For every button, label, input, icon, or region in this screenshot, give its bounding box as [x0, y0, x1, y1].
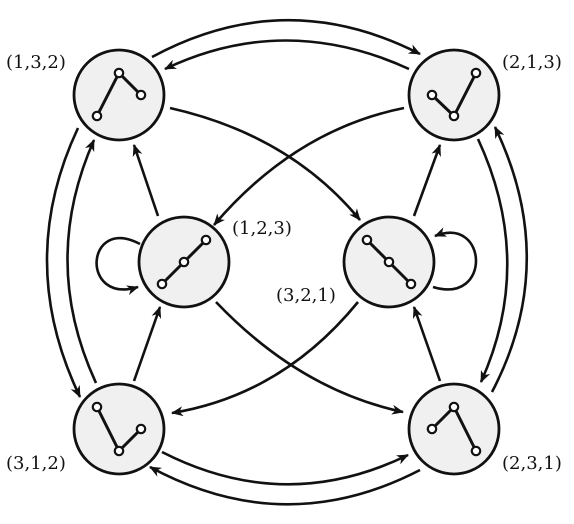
node-label-1-3-2: (1,3,2): [6, 52, 66, 73]
node-circle: [72, 382, 166, 476]
edge-213-to-231: [476, 138, 509, 383]
node-circle: [407, 48, 501, 142]
node-1-2-3: [137, 215, 231, 309]
edge-321-self-loop: [432, 227, 478, 291]
node-3-1-2: [72, 382, 166, 476]
edge-312-to-132: [66, 139, 98, 384]
edge-123-to-231: [215, 301, 404, 415]
edge-213-to-123: [213, 106, 405, 226]
edge-312-to-123: [132, 306, 162, 382]
edge-132-to-312: [45, 127, 82, 398]
edge-132-to-321: [169, 106, 362, 221]
node-circle: [407, 382, 501, 476]
edge-231-to-312: [149, 465, 421, 506]
node-3-2-1: [342, 215, 436, 309]
edge-123-self-loop: [95, 236, 141, 296]
node-circle: [72, 48, 166, 142]
node-label-2-3-1: (2,3,1): [502, 453, 562, 474]
edge-132-to-213: [151, 18, 421, 59]
edge-213-to-132: [164, 39, 410, 71]
node-label-3-2-1: (3,2,1): [276, 285, 336, 306]
node-1-3-2: [72, 48, 166, 142]
edge-231-to-321: [412, 306, 442, 382]
edge-321-to-312: [171, 301, 360, 417]
node-label-3-1-2: (3,1,2): [6, 453, 66, 474]
edge-231-to-213: [490, 126, 529, 393]
node-2-3-1: [407, 382, 501, 476]
edge-123-to-132: [132, 144, 160, 217]
node-2-1-3: [407, 48, 501, 142]
edge-321-to-213: [412, 144, 442, 217]
edges: [45, 18, 529, 506]
node-label-2-1-3: (2,1,3): [502, 52, 562, 73]
edge-312-to-231: [161, 450, 409, 486]
node-label-1-2-3: (1,2,3): [232, 218, 292, 239]
